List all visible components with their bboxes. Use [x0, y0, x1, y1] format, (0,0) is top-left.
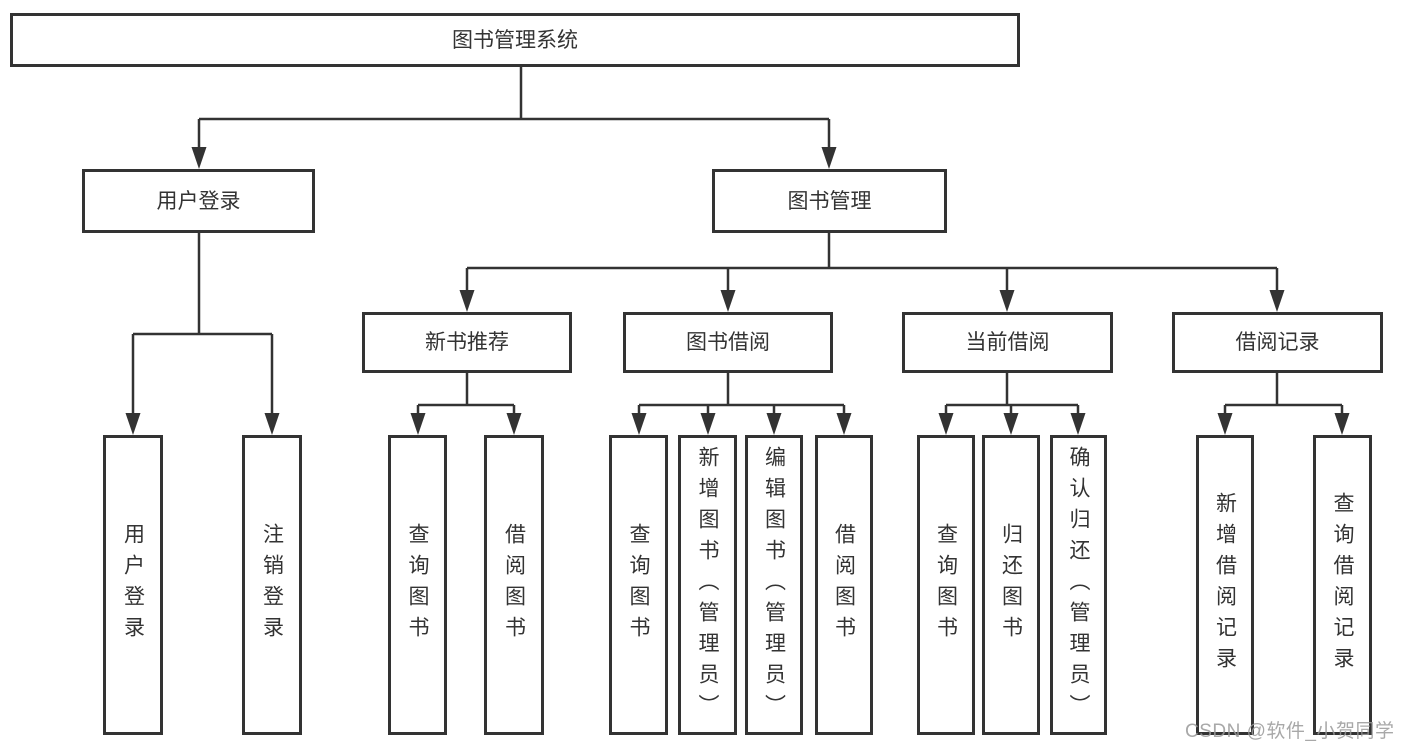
leaf-return-books: 归还图书 — [982, 435, 1040, 735]
watermark: CSDN @软件_小贺同学 — [1185, 721, 1395, 742]
node-new-book-recommendation: 新书推荐 — [362, 312, 572, 373]
connector-records-children — [1223, 373, 1344, 416]
node-user-login: 用户登录 — [82, 169, 315, 233]
connector-user-login-children — [131, 233, 274, 416]
leaf-add-books-admin: 新增图书（管理员） — [678, 435, 737, 735]
leaf-query-borrow-record: 查询借阅记录 — [1313, 435, 1372, 735]
node-current-borrowing: 当前借阅 — [902, 312, 1113, 373]
leaf-logout: 注销登录 — [242, 435, 302, 735]
leaf-query-books-recommend: 查询图书 — [388, 435, 447, 735]
connector-new-books-children — [416, 373, 516, 416]
node-library-management-system: 图书管理系统 — [10, 13, 1020, 67]
connector-book-mgmt-children — [465, 233, 1279, 293]
leaf-borrow-books: 借阅图书 — [815, 435, 873, 735]
leaf-query-books-borrow: 查询图书 — [609, 435, 668, 735]
connector-root-to-level2 — [197, 67, 831, 150]
connector-current-borrow-children — [944, 373, 1080, 416]
leaf-confirm-return-admin: 确认归还（管理员） — [1050, 435, 1107, 735]
leaf-add-borrow-record: 新增借阅记录 — [1196, 435, 1254, 735]
node-book-management: 图书管理 — [712, 169, 947, 233]
leaf-user-login: 用户登录 — [103, 435, 163, 735]
node-borrowing-records: 借阅记录 — [1172, 312, 1383, 373]
connector-book-borrow-children — [637, 373, 846, 416]
node-book-borrowing: 图书借阅 — [623, 312, 833, 373]
leaf-query-books-current: 查询图书 — [917, 435, 975, 735]
leaf-borrow-books-recommend: 借阅图书 — [484, 435, 544, 735]
leaf-edit-books-admin: 编辑图书（管理员） — [745, 435, 803, 735]
